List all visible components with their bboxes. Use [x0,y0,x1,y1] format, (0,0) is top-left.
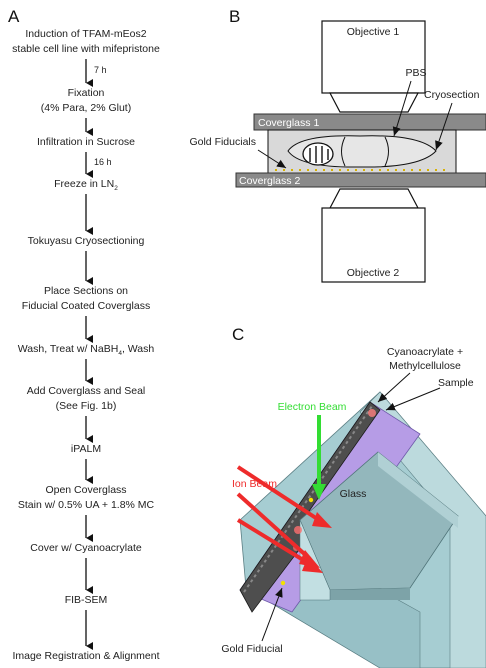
panel-label-b: B [229,7,240,26]
cyanoacrylate-pointer [377,372,411,403]
coverglass-top-label: Coverglass 1 [258,117,319,129]
workflow-step-text: Induction of TFAM-mEos2 [25,28,146,40]
workflow-step-text: Fiducial Coated Coverglass [22,300,150,312]
workflow-step-text: Infiltration in Sucrose [37,136,135,148]
workflow-time-note: 7 h [94,65,107,75]
workflow-step-text: Cover w/ Cyanoacrylate [30,542,142,554]
workflow-step-text: Add Coverglass and Seal [27,385,146,397]
cyanoacrylate-label: Cyanoacrylate + [387,346,463,358]
objective-bottom-label: Objective 2 [347,267,400,279]
workflow-step-text: FIB-SEM [65,594,108,606]
electron-beam-label: Electron Beam [278,401,347,413]
panel-label-a: A [8,7,20,26]
gold-fiducials-label: Gold Fiducials [189,136,256,148]
mitochondrion-icon [302,142,334,166]
workflow-step-text: (See Fig. 1b) [56,400,117,412]
pbs-pointer [392,80,412,137]
workflow-step-text: (4% Para, 2% Glut) [41,102,131,114]
workflow-step-text: Fixation [68,87,105,99]
electron-beam-arrowhead [312,484,326,500]
coverglass-bottom [235,172,486,188]
fib-sem-block [239,391,486,668]
glass-label: Glass [340,488,367,500]
workflow-step-text: Open Coverglass [45,484,126,496]
objective-top: Objective 1 [321,20,426,113]
workflow-step-text: iPALM [71,443,101,455]
workflow-step-text: stable cell line with mifepristone [12,43,160,55]
objective-bottom: Objective 2 [321,188,426,283]
workflow-chart: Induction of TFAM-mEos2 stable cell line … [12,28,160,662]
coverglass-bottom-label: Coverglass 2 [239,175,300,187]
workflow-step-text: Image Registration & Alignment [12,650,159,662]
cryosection-label: Cryosection [424,89,480,101]
workflow-step-text: Stain w/ 0.5% UA + 1.8% MC [18,499,155,511]
workflow-step-text: Place Sections on [44,285,128,297]
workflow-step-text: Wash, Treat w/ NaBH4, Wash [18,343,155,357]
pbs-label: PBS [405,67,426,79]
sample-chamber [267,129,457,174]
cryosection-pointer [435,102,453,151]
ion-beam-arrows [236,465,332,573]
sample-label: Sample [438,377,474,389]
sample-pointer [385,387,441,411]
workflow-step-text: Freeze in LN2 [54,178,118,192]
gold-fiducial-pointer [261,587,283,642]
methylcellulose-label: Methylcellulose [389,360,461,372]
gold-fiducial-label: Gold Fiducial [221,643,282,655]
workflow-step-text: Tokuyasu Cryosectioning [28,235,145,247]
workflow-time-note: 16 h [94,157,112,167]
gold-fiducials-pointer [257,149,287,169]
panel-label-c: C [232,325,244,344]
objective-top-label: Objective 1 [347,26,400,38]
